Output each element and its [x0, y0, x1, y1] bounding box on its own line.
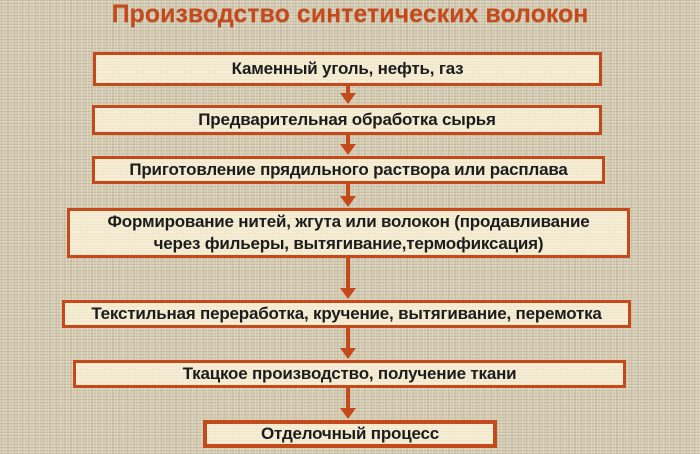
flow-step-fiber-formation: Формирование нитей, жгута или волокон (п… — [67, 208, 630, 258]
down-arrow-icon — [346, 257, 350, 289]
flow-step-raw-materials: Каменный уголь, нефть, газ — [93, 52, 602, 86]
flow-step-label: Приготовление прядильного раствора или р… — [129, 159, 568, 179]
down-arrow-icon — [346, 183, 350, 197]
down-arrow-icon — [346, 85, 350, 94]
flow-step-textile-processing: Текстильная переработка, кручение, вытяг… — [62, 300, 631, 328]
flow-step-weaving: Ткацкое производство, получение ткани — [73, 360, 626, 388]
flow-step-label: Текстильная переработка, кручение, вытяг… — [91, 303, 602, 323]
flow-step-label: Каменный уголь, нефть, газ — [231, 58, 464, 78]
flow-step-spinning-solution: Приготовление прядильного раствора или р… — [92, 156, 605, 184]
flow-step-label: Предварительная обработка сырья — [198, 109, 496, 129]
flow-step-label: Отделочный процесс — [261, 423, 439, 443]
flow-step-label: Формирование нитей, жгута или волокон (п… — [107, 211, 590, 253]
flow-step-finishing: Отделочный процесс — [203, 420, 497, 448]
flow-step-pretreatment: Предварительная обработка сырья — [92, 105, 602, 135]
flow-step-label: Ткацкое производство, получение ткани — [182, 363, 517, 383]
down-arrow-icon — [346, 327, 350, 349]
diagram-title: Производство синтетических волокон — [111, 0, 589, 28]
down-arrow-icon — [346, 387, 350, 409]
down-arrow-icon — [346, 134, 350, 145]
